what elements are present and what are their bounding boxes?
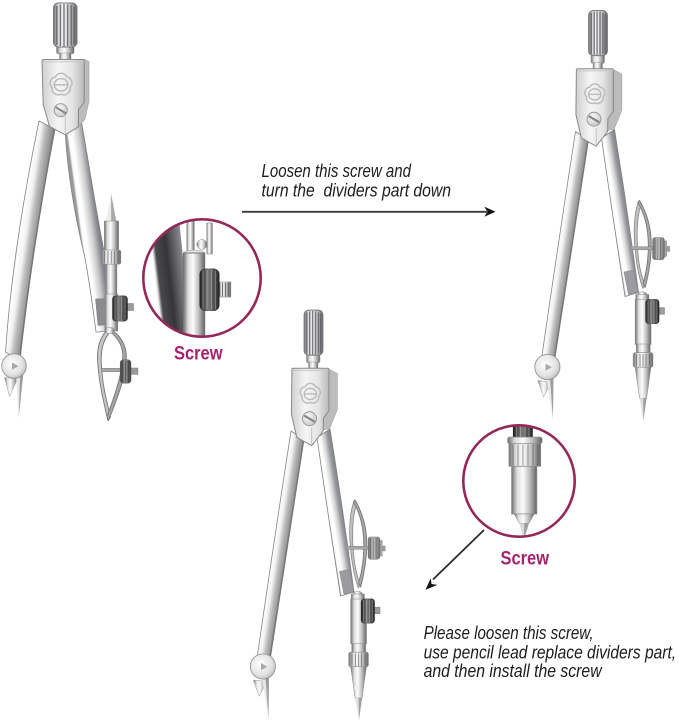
svg-text:Screw: Screw (174, 343, 223, 365)
svg-text:and then install the screw: and then install the screw (424, 661, 603, 681)
svg-text:turn the dividers part down: turn the dividers part down (262, 181, 452, 201)
svg-text:Screw: Screw (501, 548, 550, 570)
svg-text:Please loosen this screw,: Please loosen this screw, (424, 623, 594, 643)
svg-text:use pencil lead replace divide: use pencil lead replace dividers part, (424, 643, 676, 663)
svg-text:Loosen this screw and: Loosen this screw and (262, 161, 412, 181)
